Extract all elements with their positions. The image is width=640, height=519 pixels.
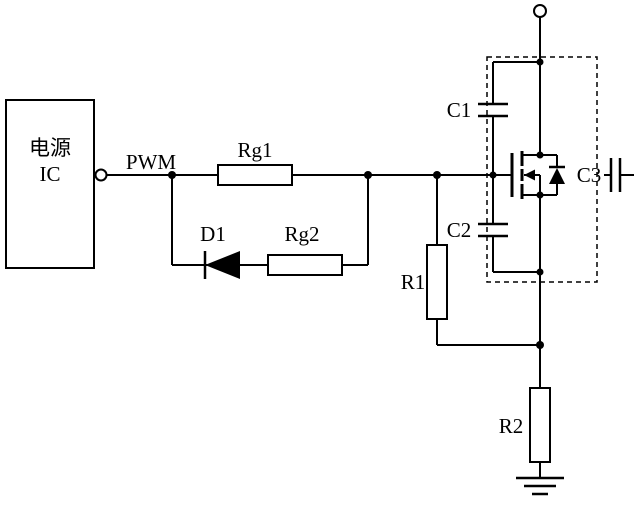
junction-dot <box>364 171 372 179</box>
resistor-rg1-label: Rg1 <box>237 138 272 162</box>
junction-dot <box>536 58 544 66</box>
mosfet-substrate-arrow <box>524 169 535 181</box>
resistor-rg2-body <box>267 254 343 276</box>
pwm-output-terminal <box>94 168 108 182</box>
capacitor-c1: C1 <box>447 98 508 122</box>
ground-symbol <box>516 476 564 496</box>
pwm-label: PWM <box>126 150 177 174</box>
resistor-rg1-body <box>217 164 293 186</box>
resistor-rg2: Rg2 <box>267 222 343 276</box>
resistor-r1-body <box>426 244 448 320</box>
capacitor-c3-label: C3 <box>577 163 602 187</box>
junction-dots <box>168 58 544 349</box>
resistor-rg2-label: Rg2 <box>284 222 319 246</box>
power-ic-label-line1: 电源 <box>29 136 71 160</box>
junction-dot <box>433 171 441 179</box>
capacitor-c1-label: C1 <box>447 98 472 122</box>
power-ic-label-line2: IC <box>40 162 61 186</box>
junction-dot <box>168 171 176 179</box>
capacitor-c2-label: C2 <box>447 218 472 242</box>
wires <box>107 17 541 478</box>
junction-dot <box>489 171 497 179</box>
diode-d1: D1 <box>200 222 240 279</box>
diode-d1-triangle <box>205 251 240 279</box>
resistor-r2-body <box>529 387 551 463</box>
capacitor-c3: C3 <box>577 158 634 192</box>
resistor-r1-label: R1 <box>401 270 426 294</box>
resistor-r2-label: R2 <box>499 414 524 438</box>
mosfet <box>510 151 565 199</box>
resistor-r2: R2 <box>499 387 551 463</box>
resistor-r1: R1 <box>401 244 448 320</box>
capacitor-c2: C2 <box>447 218 508 242</box>
mosfet-dashed-boundary <box>486 56 598 283</box>
power-ic-box <box>5 99 95 269</box>
junction-dot <box>536 341 544 349</box>
junction-dot <box>536 268 544 276</box>
resistor-rg1: Rg1 <box>217 138 293 186</box>
diode-d1-label: D1 <box>200 222 226 246</box>
power-ic: 电源 IC <box>5 99 108 269</box>
body-diode-triangle <box>549 168 565 184</box>
supply-terminal <box>533 4 547 18</box>
